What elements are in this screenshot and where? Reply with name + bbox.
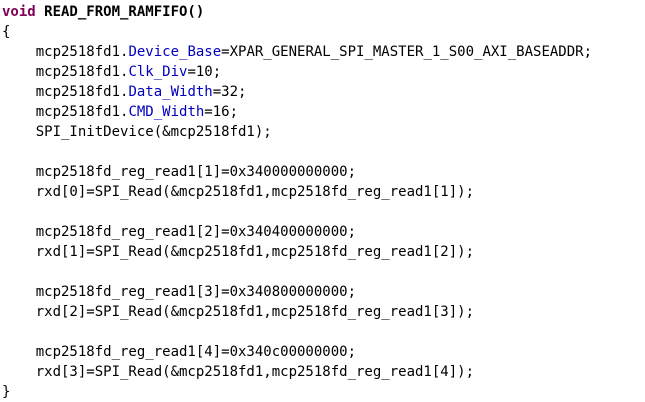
code-token-plain: rxd[0]=SPI_Read(&mcp2518fd1,mcp2518fd_re… xyxy=(2,184,475,200)
code-line[interactable]: { xyxy=(2,22,645,42)
code-line[interactable]: mcp2518fd_reg_read1[4]=0x340c00000000; xyxy=(2,342,645,362)
code-token-plain: rxd[3]=SPI_Read(&mcp2518fd1,mcp2518fd_re… xyxy=(2,364,475,380)
code-line[interactable]: } xyxy=(2,382,645,402)
code-token-plain: =16; xyxy=(204,104,239,120)
code-token-plain: rxd[2]=SPI_Read(&mcp2518fd1,mcp2518fd_re… xyxy=(2,304,475,320)
code-token-field: CMD_Width xyxy=(128,104,205,120)
code-line[interactable]: rxd[1]=SPI_Read(&mcp2518fd1,mcp2518fd_re… xyxy=(2,242,645,262)
code-line[interactable]: SPI_InitDevice(&mcp2518fd1); xyxy=(2,122,645,142)
code-token-plain: rxd[1]=SPI_Read(&mcp2518fd1,mcp2518fd_re… xyxy=(2,244,475,260)
code-line[interactable]: mcp2518fd1.CMD_Width=16; xyxy=(2,102,645,122)
code-line[interactable] xyxy=(2,202,645,222)
code-line[interactable]: mcp2518fd1.Data_Width=32; xyxy=(2,82,645,102)
code-token-plain: mcp2518fd_reg_read1[2]=0x340400000000; xyxy=(2,224,357,240)
code-token-field: Data_Width xyxy=(128,84,213,100)
code-token-plain: mcp2518fd1. xyxy=(2,44,129,60)
code-token-plain: mcp2518fd_reg_read1[4]=0x340c00000000; xyxy=(2,344,357,360)
code-line[interactable] xyxy=(2,262,645,282)
code-token-plain: } xyxy=(2,384,11,400)
code-token-plain: SPI_InitDevice(&mcp2518fd1); xyxy=(2,124,272,140)
code-line[interactable]: mcp2518fd_reg_read1[1]=0x340000000000; xyxy=(2,162,645,182)
code-line[interactable] xyxy=(2,142,645,162)
code-token-field: Device_Base xyxy=(128,44,222,60)
code-token-plain: mcp2518fd_reg_read1[3]=0x340800000000; xyxy=(2,284,357,300)
code-line[interactable]: mcp2518fd_reg_read1[3]=0x340800000000; xyxy=(2,282,645,302)
code-token-field: Clk_Div xyxy=(128,64,188,80)
code-token-plain: =XPAR_GENERAL_SPI_MASTER_1_S00_AXI_BASEA… xyxy=(221,44,593,60)
code-token-keyword: void xyxy=(2,4,36,20)
code-line[interactable] xyxy=(2,322,645,342)
code-line[interactable]: rxd[2]=SPI_Read(&mcp2518fd1,mcp2518fd_re… xyxy=(2,302,645,322)
code-line[interactable]: void READ_FROM_RAMFIFO() xyxy=(2,2,645,22)
code-token-plain: mcp2518fd1. xyxy=(2,104,129,120)
code-token-plain: mcp2518fd_reg_read1[1]=0x340000000000; xyxy=(2,164,357,180)
code-token-function: READ_FROM_RAMFIFO() xyxy=(35,4,205,20)
code-line[interactable]: mcp2518fd1.Clk_Div=10; xyxy=(2,62,645,82)
code-line[interactable]: mcp2518fd1.Device_Base=XPAR_GENERAL_SPI_… xyxy=(2,42,645,62)
code-line[interactable]: rxd[0]=SPI_Read(&mcp2518fd1,mcp2518fd_re… xyxy=(2,182,645,202)
code-token-plain: mcp2518fd1. xyxy=(2,64,129,80)
code-token-plain: =32; xyxy=(212,84,247,100)
code-token-plain: { xyxy=(2,24,11,40)
code-line[interactable]: rxd[3]=SPI_Read(&mcp2518fd1,mcp2518fd_re… xyxy=(2,362,645,382)
code-token-plain: =10; xyxy=(187,64,222,80)
code-line[interactable]: mcp2518fd_reg_read1[2]=0x340400000000; xyxy=(2,222,645,242)
code-token-plain: mcp2518fd1. xyxy=(2,84,129,100)
